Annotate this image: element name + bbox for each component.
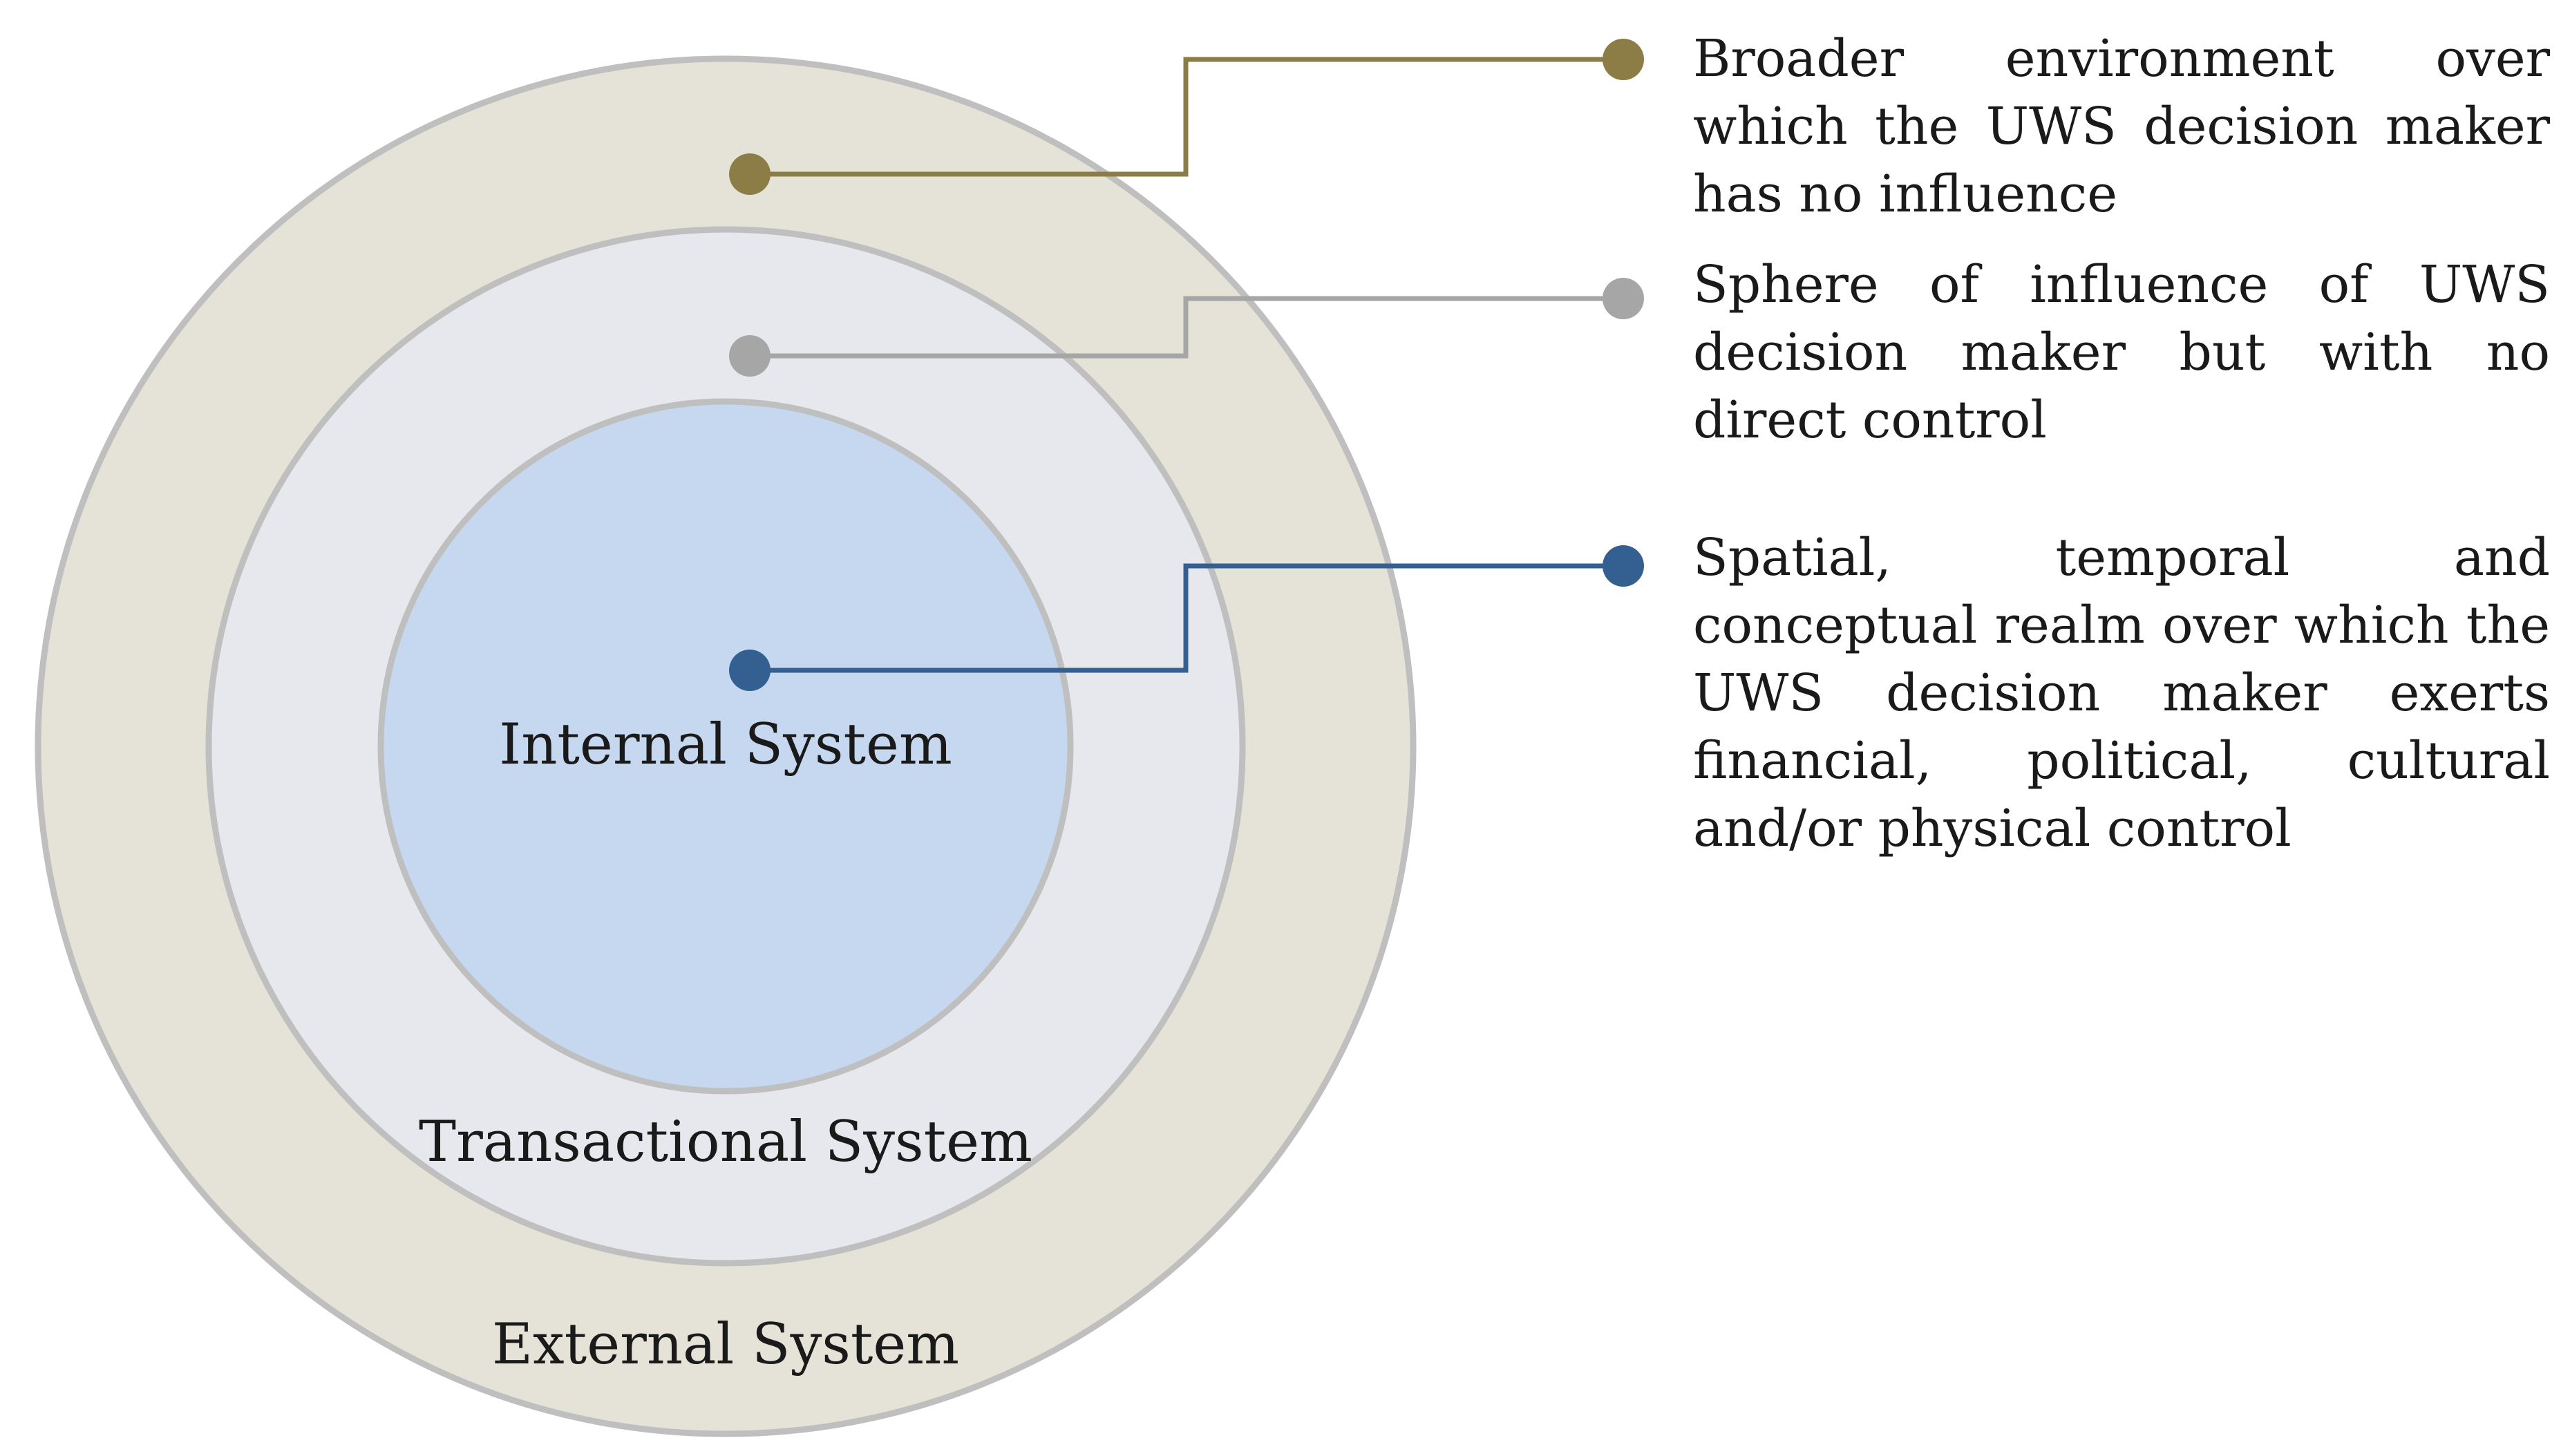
transactional-connector-line [750, 296, 1623, 359]
internal-system-label: Internal System [499, 712, 952, 777]
transactional-inner-marker-dot [729, 335, 771, 377]
internal-system-ring [377, 398, 1074, 1095]
external-outer-marker-dot [1603, 39, 1644, 80]
transactional-system-label: Transactional System [419, 1110, 1032, 1175]
internal-system-description: Spatial, temporal and conceptual realm o… [1693, 528, 2550, 858]
transactional-outer-marker-dot [1603, 278, 1644, 319]
external-connector-line [750, 57, 1623, 177]
external-system-description: Broader environment over which the UWS d… [1693, 29, 2550, 224]
internal-connector-line [750, 563, 1623, 673]
internal-outer-marker-dot [1603, 545, 1644, 587]
internal-inner-marker-dot [729, 650, 771, 691]
transactional-system-description: Sphere of influence of UWS decision make… [1693, 255, 2550, 450]
external-system-label: External System [492, 1312, 959, 1377]
external-inner-marker-dot [729, 153, 771, 195]
